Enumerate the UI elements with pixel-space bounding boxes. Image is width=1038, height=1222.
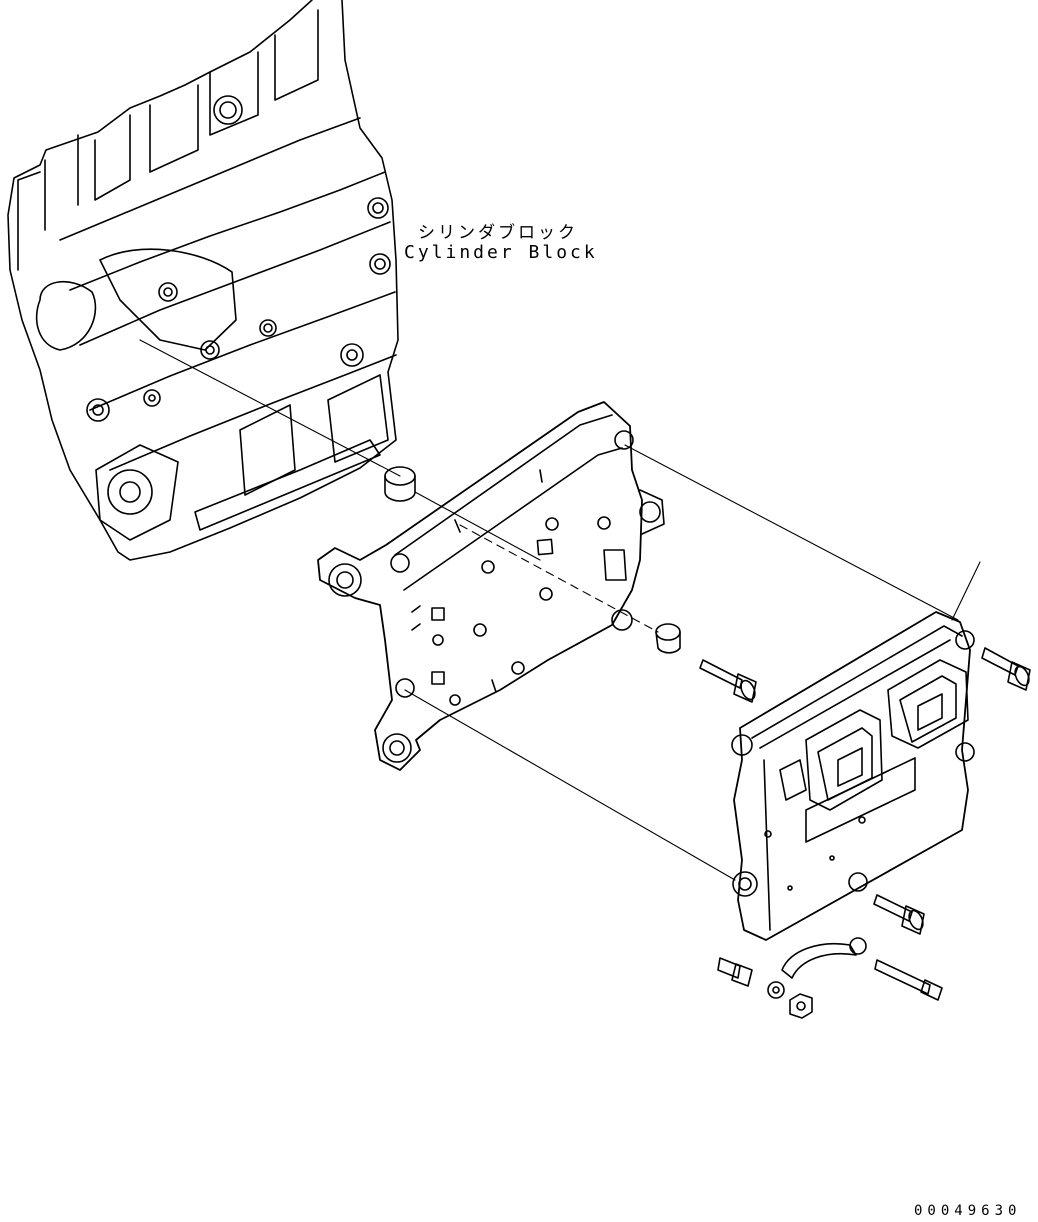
drawing-number: 00049630 [914, 1203, 1022, 1219]
spacer-right [655, 623, 681, 654]
bolt-right-lower [873, 894, 925, 935]
bolt-upper [699, 659, 757, 703]
stud-left [717, 957, 753, 987]
cylinder-block-label-en: Cylinder Block [404, 242, 598, 263]
engine-controller [731, 611, 975, 941]
ground-strap [767, 937, 867, 999]
cylinder-block [7, 0, 399, 561]
bolt-right-upper [981, 647, 1031, 691]
nut [789, 993, 813, 1019]
mounting-bracket [317, 401, 665, 771]
projection-lines [139, 339, 981, 881]
cylinder-block-label-jp: シリンダブロック [418, 223, 578, 243]
spacer-left [384, 466, 416, 502]
stud-bolt [874, 959, 943, 1001]
